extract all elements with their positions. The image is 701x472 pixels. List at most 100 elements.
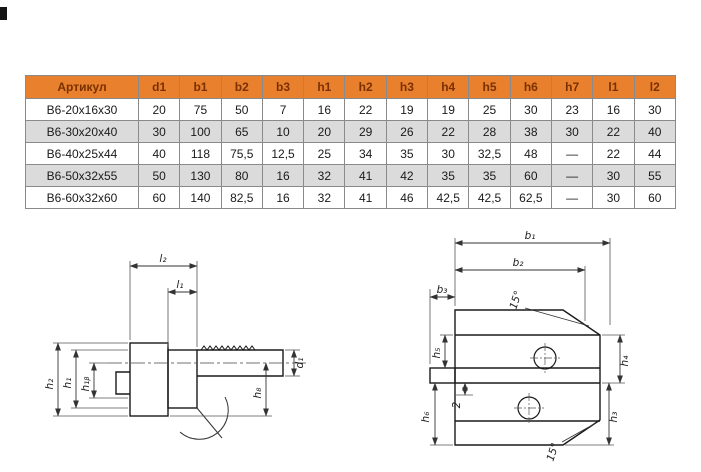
dimension-lines xyxy=(55,263,297,417)
value-cell: 41 xyxy=(344,164,387,187)
value-cell: 30 xyxy=(427,142,470,165)
value-cell: 30 xyxy=(550,120,594,143)
value-cell: 42,5 xyxy=(427,186,470,209)
value-cell: 80 xyxy=(220,164,263,187)
value-cell: 50 xyxy=(220,98,263,121)
column-header: l1 xyxy=(592,75,635,99)
column-header: h7 xyxy=(550,75,594,99)
dim-label-d1: d₁ xyxy=(294,358,306,369)
column-header: h6 xyxy=(509,75,552,99)
value-cell: 65 xyxy=(220,120,263,143)
value-cell: 29 xyxy=(344,120,387,143)
value-cell: 35 xyxy=(385,142,429,165)
value-cell: 30 xyxy=(592,164,635,187)
value-cell: — xyxy=(550,164,594,187)
article-cell: B6-40x25x44 xyxy=(25,142,139,165)
angle-leader-lines xyxy=(524,307,597,443)
value-cell: 12,5 xyxy=(261,142,305,165)
value-cell: 140 xyxy=(179,186,222,209)
value-cell: 22 xyxy=(344,98,387,121)
value-cell: 16 xyxy=(592,98,635,121)
dim-label-h1b: h₁ᵦ xyxy=(80,376,92,391)
value-cell: 44 xyxy=(633,142,677,165)
value-cell: 20 xyxy=(303,120,346,143)
value-cell: 16 xyxy=(261,164,305,187)
article-cell: B6-60x32x60 xyxy=(25,186,139,209)
value-cell: 40 xyxy=(633,120,677,143)
value-cell: 42 xyxy=(385,164,429,187)
value-cell: 100 xyxy=(179,120,222,143)
dim-label-b3: b₃ xyxy=(437,284,448,296)
value-cell: 22 xyxy=(592,142,635,165)
value-cell: 10 xyxy=(261,120,305,143)
drawing-side-view: l₂ l₁ h₂ h₁ h₁ᵦ d₁ h₈ xyxy=(44,253,307,440)
value-cell: 32 xyxy=(303,186,346,209)
angle-label-bottom: 15° xyxy=(545,441,562,462)
value-cell: 32 xyxy=(303,164,346,187)
dim-label-h3: h₃ xyxy=(608,412,620,423)
value-cell: — xyxy=(550,142,594,165)
value-cell: 23 xyxy=(550,98,594,121)
dim-label-h5: h₅ xyxy=(431,348,443,359)
angle-callout xyxy=(179,396,229,440)
value-cell: 55 xyxy=(633,164,677,187)
value-cell: 22 xyxy=(592,120,635,143)
dim-label-l2: l₂ xyxy=(159,253,167,265)
value-cell: 34 xyxy=(344,142,387,165)
value-cell: 50 xyxy=(137,164,181,187)
value-cell: 38 xyxy=(509,120,552,143)
value-cell: 42,5 xyxy=(468,186,511,209)
column-header: d1 xyxy=(137,75,181,99)
dim-label-slot-offset: 2 xyxy=(451,401,463,408)
column-header: b3 xyxy=(261,75,305,99)
column-header: h3 xyxy=(385,75,429,99)
value-cell: 48 xyxy=(509,142,552,165)
value-cell: 75 xyxy=(179,98,222,121)
value-cell: 19 xyxy=(385,98,429,121)
value-cell: 28 xyxy=(468,120,511,143)
value-cell: 30 xyxy=(509,98,552,121)
value-cell: 25 xyxy=(468,98,511,121)
column-header: l2 xyxy=(633,75,677,99)
value-cell: 26 xyxy=(385,120,429,143)
dim-label-h1: h₁ xyxy=(62,378,74,389)
value-cell: 46 xyxy=(385,186,429,209)
value-cell: 25 xyxy=(303,142,346,165)
value-cell: 118 xyxy=(179,142,222,165)
value-cell: 30 xyxy=(137,120,181,143)
value-cell: 32,5 xyxy=(468,142,511,165)
clamp-hole-lower xyxy=(514,393,544,423)
value-cell: 130 xyxy=(179,164,222,187)
column-header: h2 xyxy=(344,75,387,99)
column-header: Артикул xyxy=(25,75,139,99)
dim-label-h8: h₈ xyxy=(252,387,264,399)
value-cell: 20 xyxy=(137,98,181,121)
value-cell: 40 xyxy=(137,142,181,165)
dim-label-h2: h₂ xyxy=(44,378,56,390)
value-cell: 35 xyxy=(427,164,470,187)
value-cell: 7 xyxy=(261,98,305,121)
clamp-hole-upper xyxy=(530,343,560,373)
article-cell: B6-50x32x55 xyxy=(25,164,139,187)
dim-label-h6: h₆ xyxy=(420,412,432,423)
dim-label-l1: l₁ xyxy=(176,279,183,291)
value-cell: — xyxy=(550,186,594,209)
dim-label-b1: b₁ xyxy=(525,230,536,242)
value-cell: 35 xyxy=(468,164,511,187)
value-cell: 30 xyxy=(592,186,635,209)
column-header: h4 xyxy=(427,75,470,99)
value-cell: 82,5 xyxy=(220,186,263,209)
value-cell: 30 xyxy=(633,98,677,121)
holder-body-outline xyxy=(429,309,601,446)
value-cell: 16 xyxy=(261,186,305,209)
column-header: b1 xyxy=(179,75,222,99)
